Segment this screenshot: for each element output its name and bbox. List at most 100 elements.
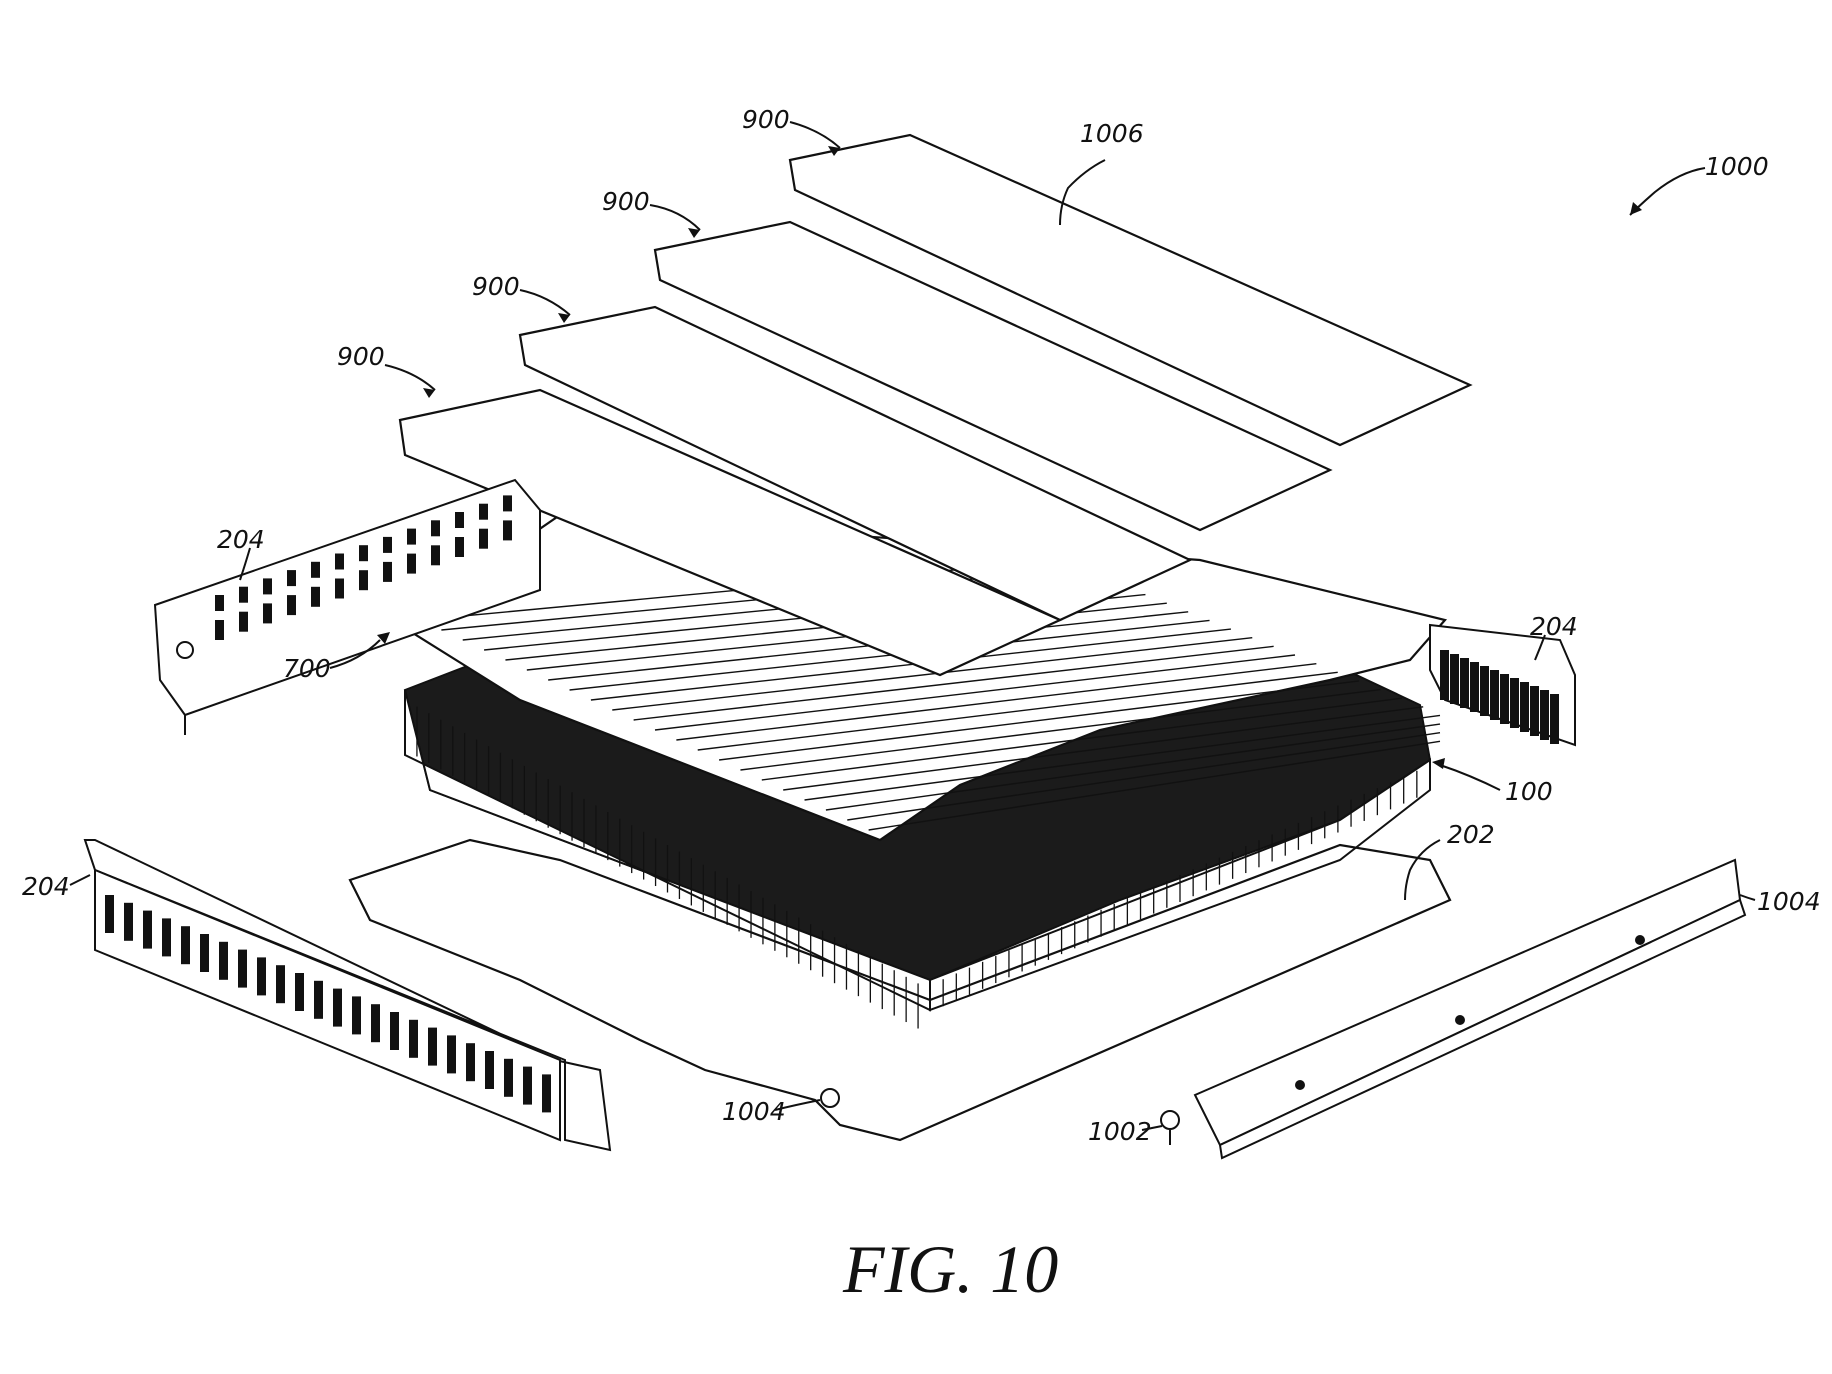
ref-900-c: 900 [472,272,520,301]
rail-slot [409,1019,418,1058]
rail-slot [1550,694,1559,744]
busbar [590,628,1231,701]
rail-slot [287,595,296,616]
ref-204-right-front: 1004 [1757,887,1821,916]
reference-leaders [69,121,1756,1131]
busbar [740,688,1381,771]
rail-slot [431,520,440,537]
rail-slot [359,570,368,591]
side-rail-left-back [153,478,541,735]
rail-slot [1500,674,1509,724]
ref-900-d: 900 [337,342,385,371]
figure-caption: FIG. 10 [842,1231,1058,1307]
rail-slot [503,520,512,541]
plate-900-d [398,388,1063,677]
rail-slot [314,980,323,1019]
busbar [761,697,1402,781]
rail-slot [503,495,512,512]
rail-slot [1530,686,1539,736]
rail-slot [479,528,488,549]
rail-slot [287,570,296,587]
busbar [847,732,1441,821]
rail-slot [200,934,209,972]
fastener-1004 [820,1088,840,1108]
rail-slot [1460,658,1469,708]
rail-slot [407,553,416,574]
ref-900-b: 900 [602,187,650,216]
rail-slot [383,536,392,553]
rail-slot [219,941,228,980]
reference-numerals: 900 1006 1000 900 900 900 204 204 700 10… [22,105,1821,1146]
rail-slot [311,561,320,578]
plate-1006 [788,133,1473,447]
rail-slot [239,611,248,632]
rail-slot [105,895,114,933]
cell-dividers [416,706,1418,1029]
busbar [697,671,1338,751]
rail-slot [276,965,285,1004]
rail-slot [1510,678,1519,728]
rail-slot [455,537,464,557]
rail-slot [239,586,248,603]
ref-204-left-back: 204 [217,525,265,554]
side-rail-right-back [1429,623,1576,747]
rail-slot [1440,650,1449,700]
ref-1000: 1000 [1705,152,1769,181]
rail-slot [257,957,266,996]
rail-slot [1490,670,1499,720]
busbar [633,645,1274,721]
cover-plates [398,133,1473,677]
rail-slot [1520,682,1529,732]
rail-slot [466,1043,475,1082]
ref-900-top: 900 [742,105,790,134]
ref-1004: 1004 [722,1097,786,1126]
busbar [719,680,1360,761]
rail-slot [428,1027,437,1066]
rail-slot [311,586,320,607]
rail-slot [371,1004,380,1043]
rail-slot [1480,666,1489,716]
busbar [654,654,1296,731]
rail-slot [383,561,392,582]
busbar [676,662,1317,741]
rail-slot [263,578,272,595]
rail-slot [447,1035,456,1074]
ref-202: 202 [1447,820,1495,849]
rail-slot [542,1074,551,1113]
side-rail-left-front [83,839,612,1152]
rail-slot [1470,662,1479,712]
rail-slot [162,918,171,957]
plate-900-c [518,305,1193,622]
rail-slot [523,1066,532,1105]
rail-slot [333,988,342,1027]
ref-100: 100 [1505,777,1553,806]
ref-1002: 1002 [1088,1117,1152,1146]
rail-slot [143,910,152,949]
rail-slot [215,620,224,640]
busbar [804,714,1441,801]
rail-slot [124,902,133,941]
rail-slot [335,553,344,570]
rail-slot [455,512,464,528]
rail-slot [181,926,190,965]
ref-1006: 1006 [1080,119,1144,148]
ref-204-left-front: 204 [22,872,70,901]
plate-900-b [653,220,1333,532]
rail-slot [407,528,416,545]
rail-slot [359,545,368,562]
rail-slot [263,603,272,624]
busbar [612,637,1253,711]
rail-slot [479,503,488,520]
busbar [868,740,1441,831]
busbar [783,706,1424,791]
rail-slot [431,545,440,566]
rail-slot [390,1012,399,1050]
rail-slot [485,1051,494,1089]
ref-204-right-back: 204 [1530,612,1578,641]
ref-700: 700 [283,654,331,683]
rail-slot [1540,690,1549,740]
busbar [825,723,1441,811]
rail-slot [352,996,361,1035]
rail-slot [335,578,344,599]
